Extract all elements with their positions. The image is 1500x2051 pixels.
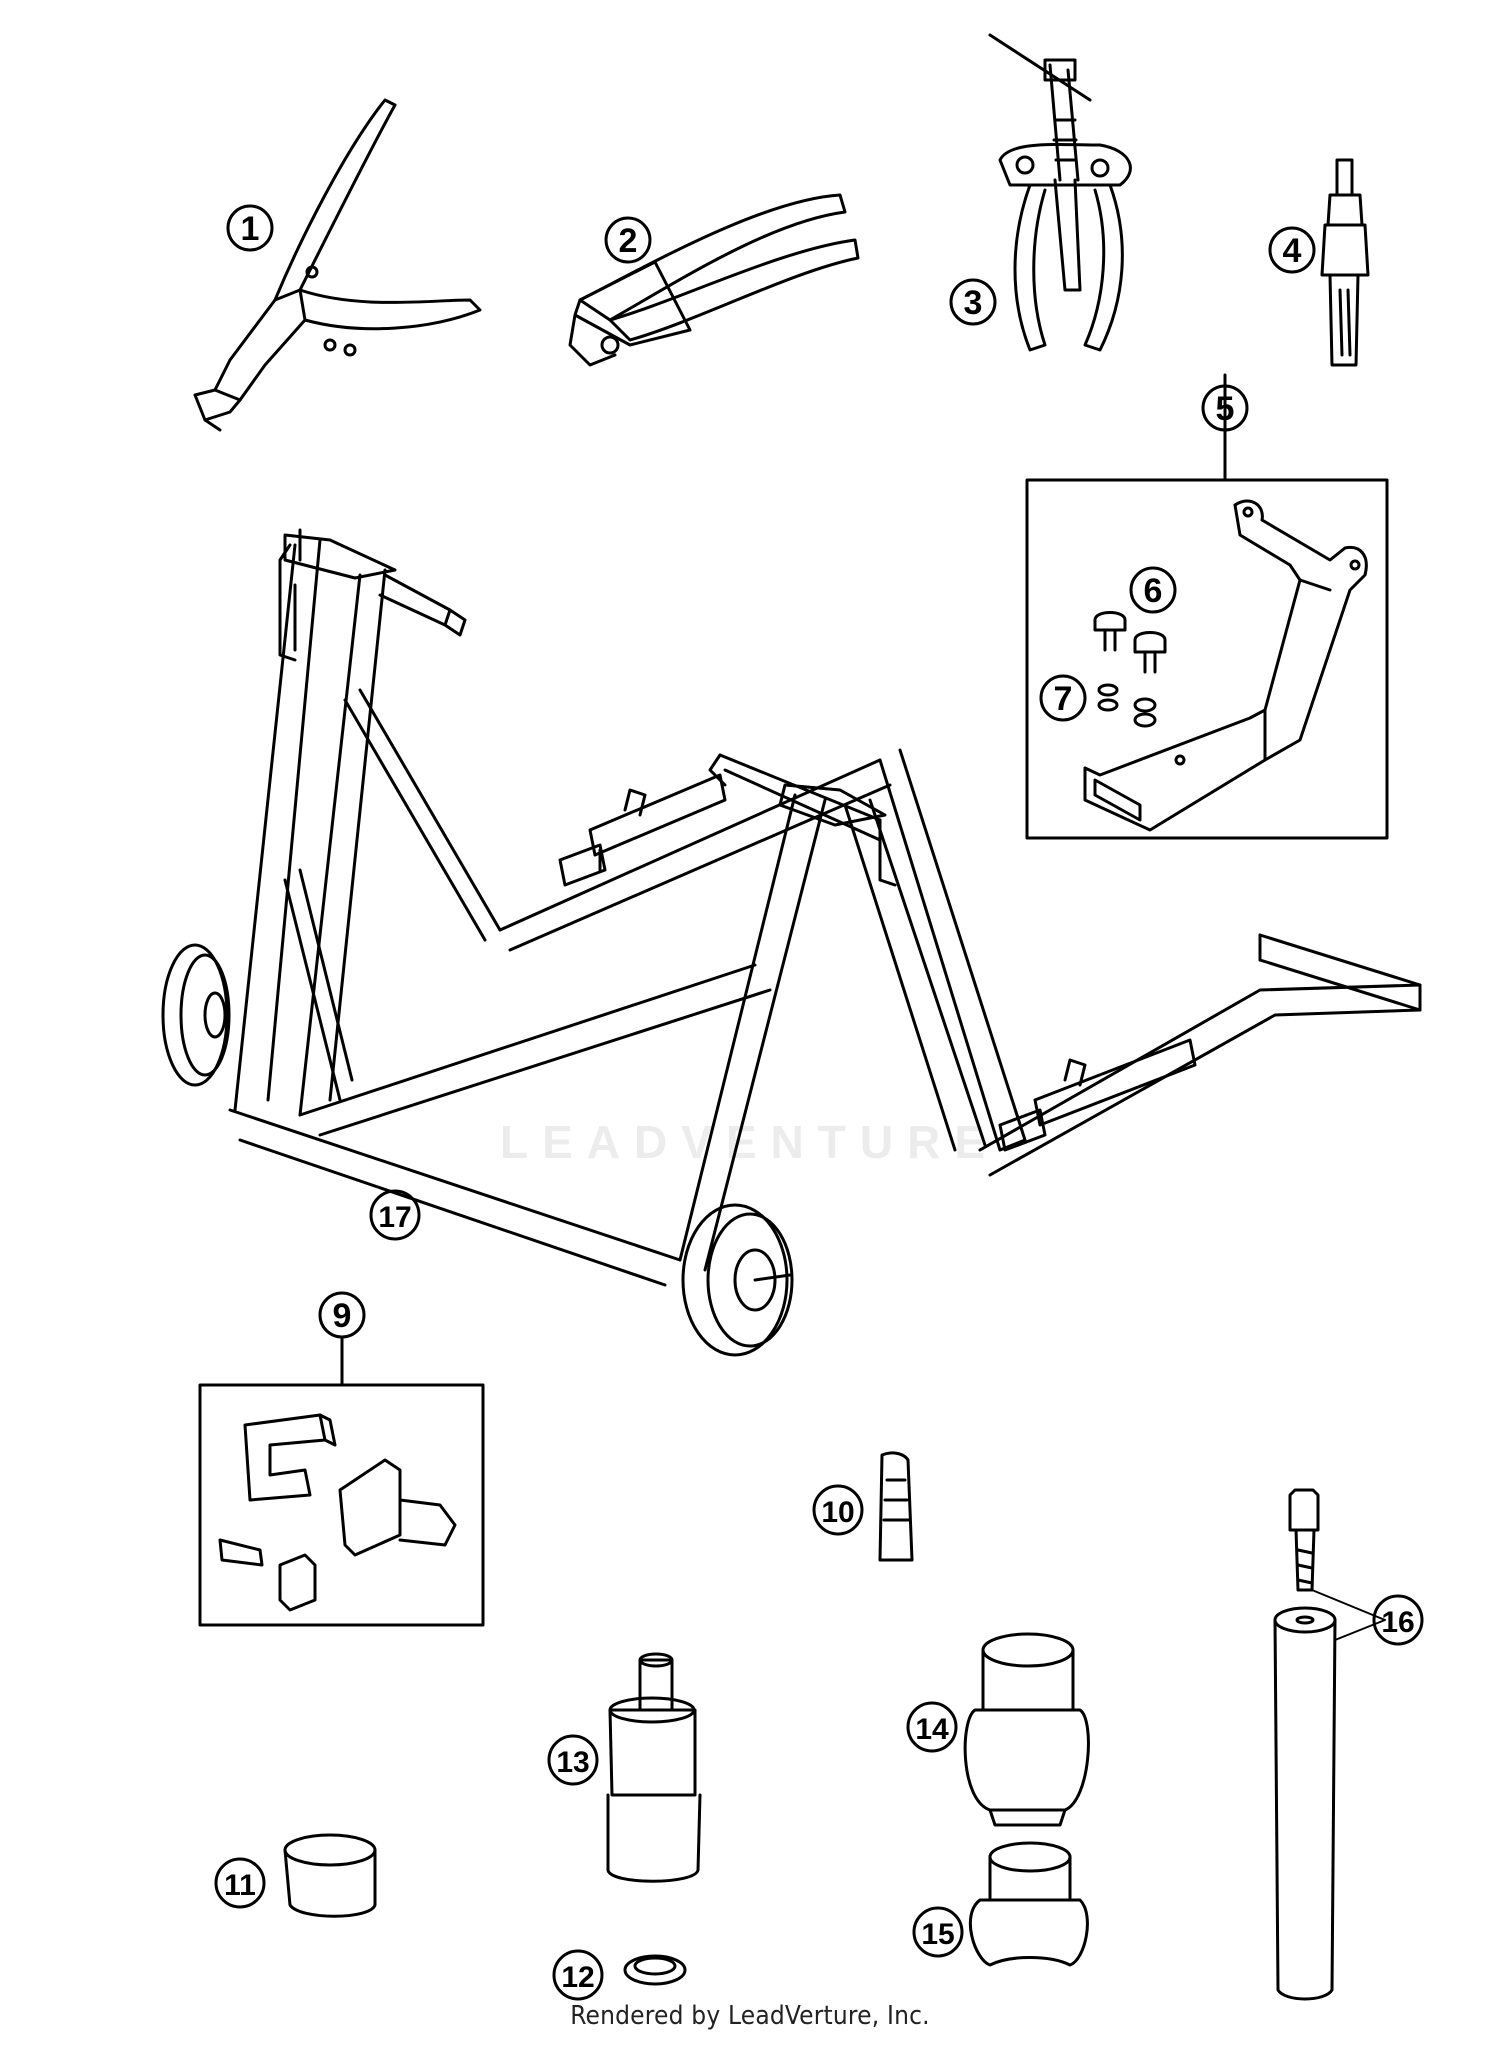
- svg-text:12: 12: [561, 1961, 594, 1994]
- part-10-tapered-tool: [878, 1451, 914, 1562]
- svg-text:17: 17: [378, 1201, 411, 1234]
- callout-16: 16: [1372, 1594, 1424, 1646]
- callout-14: 14: [906, 1701, 958, 1753]
- part-17-work-stand: [161, 528, 1422, 1357]
- svg-text:13: 13: [556, 1746, 589, 1779]
- part-2-clamp-pliers: [568, 193, 860, 367]
- svg-text:15: 15: [921, 1918, 954, 1951]
- svg-text:2: 2: [619, 222, 638, 260]
- svg-text:6: 6: [1144, 572, 1163, 610]
- part-4-slide-hammer: [1320, 158, 1370, 367]
- leader-line-16: [1311, 1589, 1386, 1641]
- svg-text:11: 11: [224, 1869, 256, 1902]
- svg-text:5: 5: [1216, 390, 1235, 428]
- callout-5: 5: [1201, 384, 1249, 432]
- svg-text:1: 1: [241, 210, 260, 248]
- svg-text:4: 4: [1283, 232, 1302, 270]
- callout-4: 4: [1268, 226, 1316, 274]
- svg-text:7: 7: [1054, 680, 1073, 718]
- part-13-stepped-mandrel: [606, 1652, 702, 1883]
- callout-7: 7: [1039, 674, 1087, 722]
- callout-17: 17: [369, 1189, 421, 1241]
- callout-13: 13: [547, 1734, 599, 1786]
- part-1-hose-clamp-pliers: [193, 98, 482, 432]
- part-12-small-ring: [623, 1954, 687, 1986]
- part-9-clamp-set: [198, 1335, 485, 1627]
- callout-3: 3: [949, 278, 997, 326]
- callout-10: 10: [812, 1484, 864, 1536]
- part-5-bracket-kit: [1025, 373, 1389, 840]
- part-3-gear-puller: [988, 33, 1132, 352]
- callout-11: 11: [214, 1857, 266, 1909]
- part-16-tube-and-bolt: [1273, 1488, 1337, 2001]
- callout-6: 6: [1129, 566, 1177, 614]
- svg-text:9: 9: [333, 1297, 352, 1335]
- callout-15: 15: [912, 1906, 964, 1958]
- callout-12: 12: [552, 1949, 604, 2001]
- callout-9: 9: [318, 1291, 366, 1339]
- part-11-sleeve: [283, 1833, 377, 1918]
- part-14-bearing-driver: [963, 1632, 1090, 1827]
- part-15-bearing-driver: [969, 1841, 1089, 1967]
- svg-text:16: 16: [1381, 1606, 1414, 1639]
- svg-text:10: 10: [821, 1496, 854, 1529]
- svg-text:14: 14: [915, 1713, 949, 1746]
- callout-1: 1: [226, 204, 274, 252]
- svg-text:3: 3: [964, 284, 983, 322]
- footer-credit: Rendered by LeadVerture, Inc.: [570, 2001, 930, 2031]
- callout-2: 2: [604, 216, 652, 264]
